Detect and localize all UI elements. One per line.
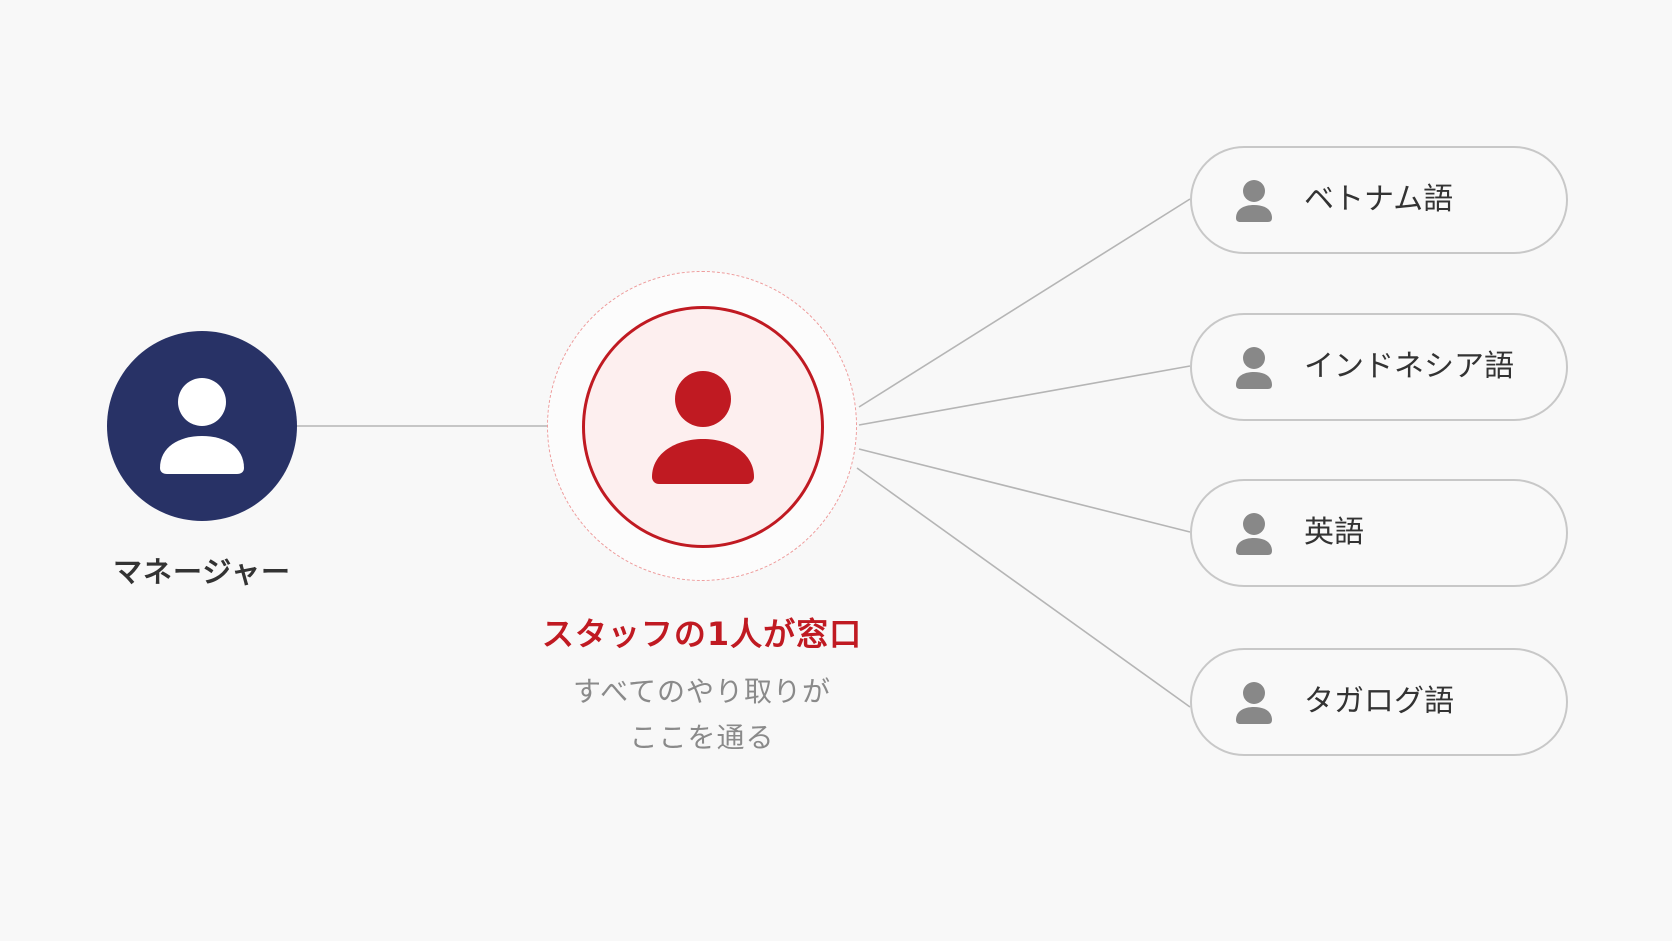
- hub-subtitle-line-2: ここを通る: [629, 721, 775, 754]
- person-icon: [652, 371, 754, 484]
- language-pill-indonesian: インドネシア語: [1190, 313, 1568, 421]
- manager-node: [107, 331, 297, 521]
- hub-indonesian-connector: [858, 365, 1191, 426]
- language-pill-english: 英語: [1190, 479, 1568, 587]
- hub-title: スタッフの1人が窓口: [541, 615, 863, 653]
- person-icon: [1236, 347, 1272, 389]
- language-label: タガログ語: [1304, 684, 1454, 719]
- person-icon: [1236, 513, 1272, 555]
- language-pill-tagalog: タガログ語: [1190, 648, 1568, 756]
- person-icon: [160, 378, 244, 474]
- hub-vietnamese-connector: [858, 198, 1191, 408]
- hub-tagalog-connector: [856, 467, 1191, 708]
- hub-node: [582, 306, 824, 548]
- hub-english-connector: [858, 448, 1191, 533]
- language-label: ベトナム語: [1304, 182, 1454, 217]
- manager-label: マネージャー: [113, 555, 291, 589]
- hub-subtitle: すべてのやり取りが ここを通る: [482, 669, 922, 761]
- hub-subtitle-line-1: すべてのやり取りが: [573, 675, 831, 708]
- language-label: 英語: [1304, 515, 1364, 550]
- person-icon: [1236, 682, 1272, 724]
- language-label: インドネシア語: [1304, 349, 1514, 384]
- person-icon: [1236, 180, 1272, 222]
- language-pill-vietnamese: ベトナム語: [1190, 146, 1568, 254]
